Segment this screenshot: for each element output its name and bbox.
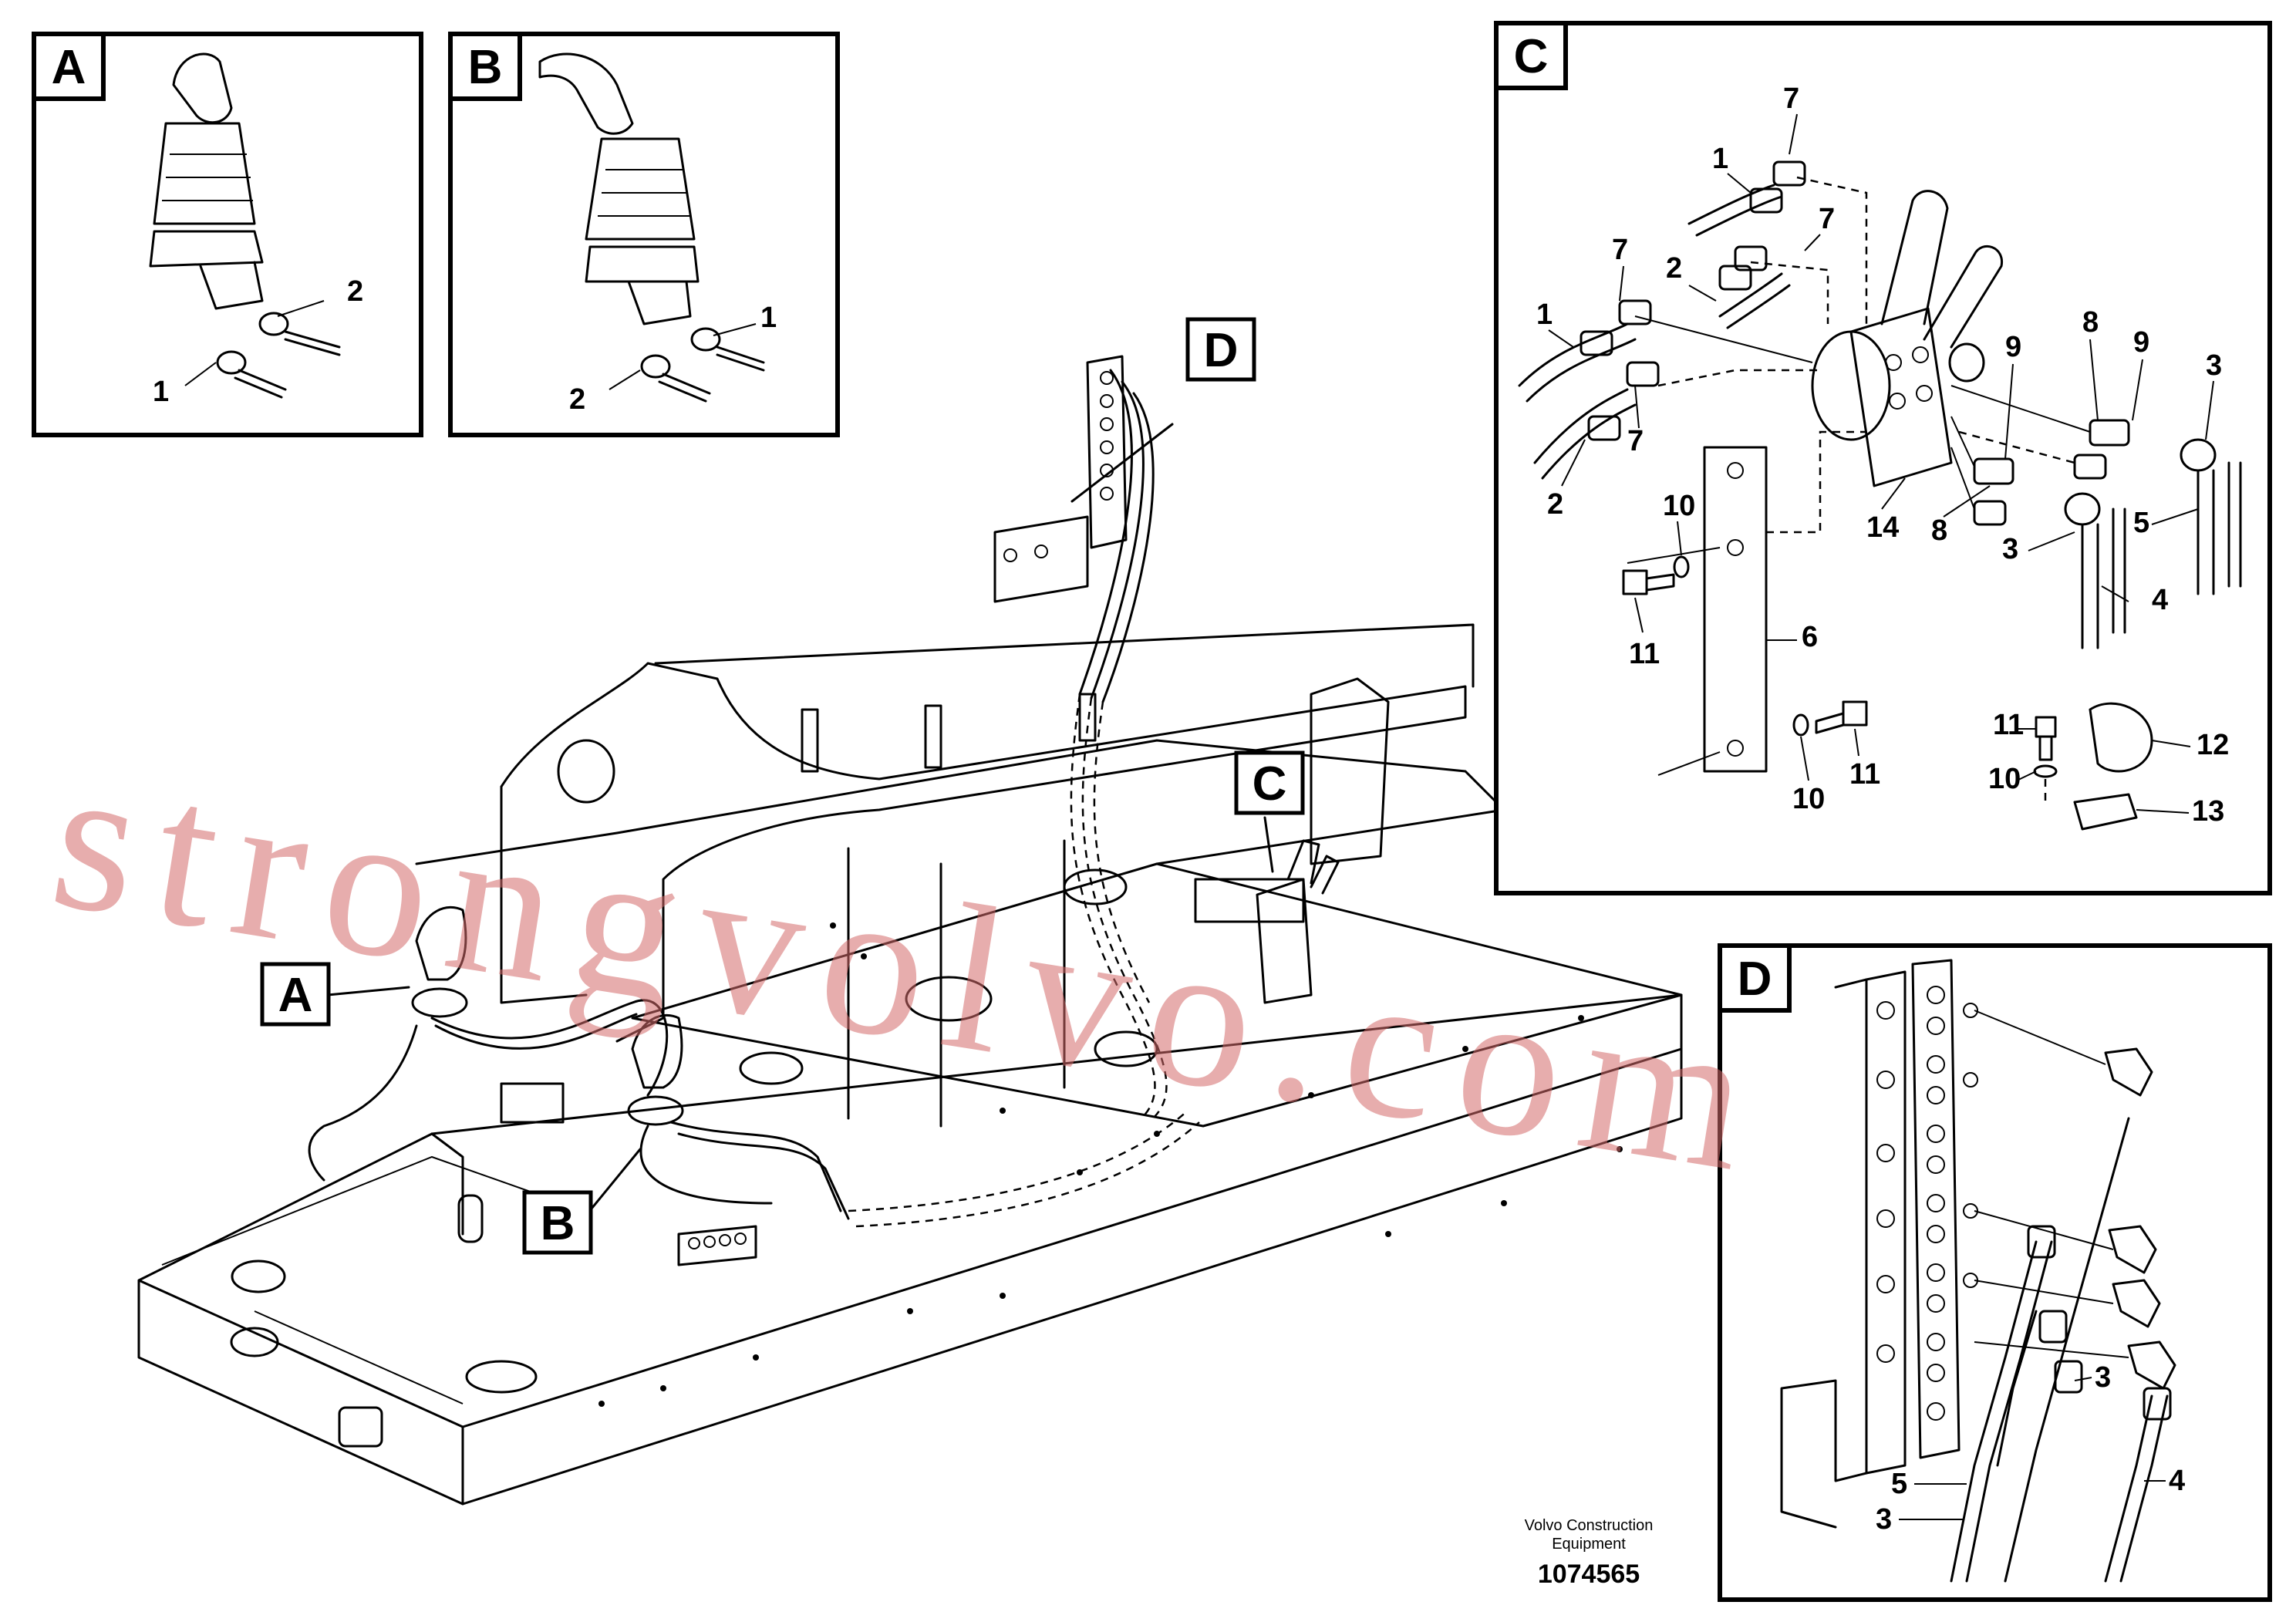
callout-b-2: 2 xyxy=(569,383,585,416)
callout-c-4: 4 xyxy=(2152,584,2168,616)
callout-c-1b: 1 xyxy=(1536,298,1553,331)
callout-c-7a: 7 xyxy=(1783,83,1799,115)
callout-a-2: 2 xyxy=(347,275,363,308)
tag-a-main: A xyxy=(260,962,331,1027)
callout-c-10b: 10 xyxy=(1988,763,2021,795)
company-line-2: Equipment xyxy=(1552,1536,1626,1553)
callout-d-4: 4 xyxy=(2169,1465,2185,1497)
detail-a-panel: A 2 1 xyxy=(32,32,423,437)
svg-text:D: D xyxy=(1204,324,1239,377)
callout-c-12: 12 xyxy=(2197,729,2229,761)
tag-d-main: D xyxy=(1185,317,1256,382)
callout-c-2a: 2 xyxy=(1666,252,1682,285)
callout-c-14: 14 xyxy=(1866,511,1899,544)
joystick-b xyxy=(631,1013,683,1089)
callout-c-6: 6 xyxy=(1802,621,1818,653)
upper-platform xyxy=(631,862,1683,1128)
callout-c-7b: 7 xyxy=(1819,203,1835,235)
callout-c-10a: 10 xyxy=(1663,490,1695,522)
frame-bolts xyxy=(598,922,1623,1407)
svg-text:C: C xyxy=(1253,757,1287,811)
callout-c-13: 13 xyxy=(2192,795,2224,828)
callout-c-7d: 7 xyxy=(1627,425,1644,457)
callout-c-11a: 11 xyxy=(1629,638,1660,670)
callout-d-5: 5 xyxy=(1891,1468,1907,1500)
callout-c-1a: 1 xyxy=(1712,143,1728,175)
tag-b-main: B xyxy=(522,1190,593,1255)
callout-b-1: 1 xyxy=(760,302,777,334)
callout-c-10c: 10 xyxy=(1792,783,1825,815)
callout-c-3b: 3 xyxy=(2002,533,2018,565)
footer-block: Volvo Construction Equipment 1074565 xyxy=(1525,1517,1654,1589)
callout-c-11c: 11 xyxy=(1849,758,1880,791)
svg-text:B: B xyxy=(468,41,503,94)
callout-a-1: 1 xyxy=(153,376,169,408)
detail-c-panel: C xyxy=(1494,21,2272,895)
callout-c-5: 5 xyxy=(2133,507,2149,539)
part-number: 1074565 xyxy=(1538,1560,1640,1589)
svg-text:D: D xyxy=(1738,953,1772,1006)
svg-text:A: A xyxy=(278,969,313,1022)
company-line-1: Volvo Construction xyxy=(1525,1517,1654,1534)
svg-text:B: B xyxy=(541,1197,575,1250)
detail-b-panel: B 1 2 xyxy=(448,32,840,437)
callout-d-3a: 3 xyxy=(2095,1361,2111,1394)
boom-member xyxy=(500,662,1467,1043)
callout-c-7c: 7 xyxy=(1612,234,1628,266)
main-assembly xyxy=(137,355,1683,1506)
callout-c-8b: 8 xyxy=(1931,514,1947,547)
callout-d-3b: 3 xyxy=(1876,1503,1892,1536)
callout-c-9a: 9 xyxy=(2133,326,2149,359)
detail-d-panel: D xyxy=(1718,943,2272,1602)
svg-text:C: C xyxy=(1514,30,1549,83)
callout-c-9b: 9 xyxy=(2005,331,2021,363)
tag-c-main: C xyxy=(1234,750,1305,815)
joystick-a xyxy=(415,905,467,981)
callout-c-11b: 11 xyxy=(1993,709,2024,741)
callout-c-2b: 2 xyxy=(1547,488,1563,521)
callout-c-3a: 3 xyxy=(2206,349,2222,382)
svg-text:A: A xyxy=(52,41,86,94)
callout-c-8a: 8 xyxy=(2082,306,2099,339)
